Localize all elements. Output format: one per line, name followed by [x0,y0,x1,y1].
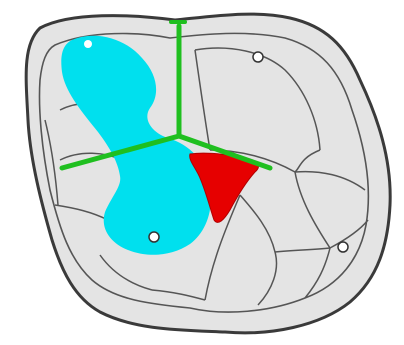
dot-marker [253,52,263,62]
dot-marker [338,242,348,252]
dot-marker [149,232,159,242]
dot-marker [84,40,92,48]
